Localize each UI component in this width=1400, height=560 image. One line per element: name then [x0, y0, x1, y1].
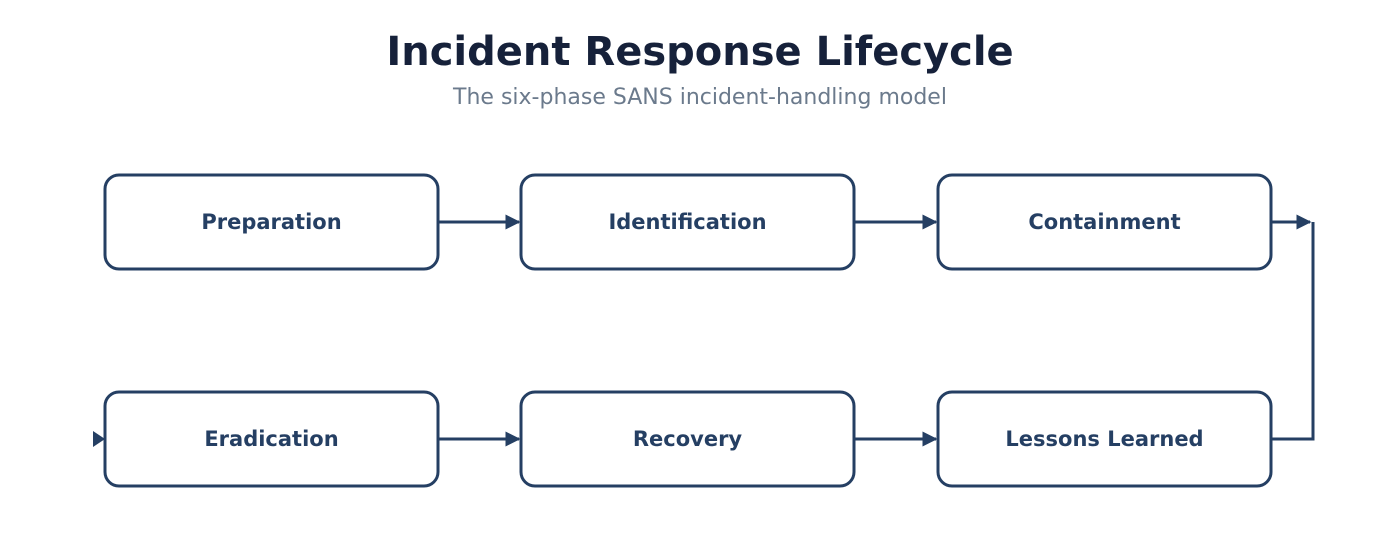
phase-node-containment: Containment — [936, 173, 1273, 271]
diagram-subtitle: The six-phase SANS incident-handling mod… — [453, 85, 947, 110]
phase-node-eradication: Eradication — [103, 390, 440, 488]
phase-node-recovery: Recovery — [519, 390, 856, 488]
phase-box-identification — [519, 173, 856, 271]
phase-nodes: Preparation Identification ContainmentErad… — [103, 173, 1273, 488]
phase-box-preparation — [103, 173, 440, 271]
phase-label-containment: Containment — [1028, 210, 1180, 234]
phase-box-containment — [936, 173, 1273, 271]
phase-label-preparation: Preparation — [201, 210, 341, 234]
connector-eradication-entry-arrowhead — [93, 431, 105, 447]
connector-layer — [93, 214, 1315, 447]
connector-containment-lessons-learned — [1271, 222, 1315, 441]
phase-label-lessons-learned: Lessons Learned — [1005, 427, 1203, 451]
phase-label-recovery: Recovery — [633, 427, 743, 451]
phase-box-lessons-learned — [936, 390, 1273, 488]
phase-node-lessons-learned: Lessons Learned — [936, 390, 1273, 488]
phase-label-identification: Identification — [608, 210, 766, 234]
phase-node-identification: Identification — [519, 173, 856, 271]
diagram-title: Incident Response Lifecycle — [386, 29, 1014, 75]
phase-label-eradication: Eradication — [204, 427, 338, 451]
phase-box-eradication — [103, 390, 440, 488]
phase-node-preparation: Preparation — [103, 173, 440, 271]
phase-box-recovery — [519, 390, 856, 488]
